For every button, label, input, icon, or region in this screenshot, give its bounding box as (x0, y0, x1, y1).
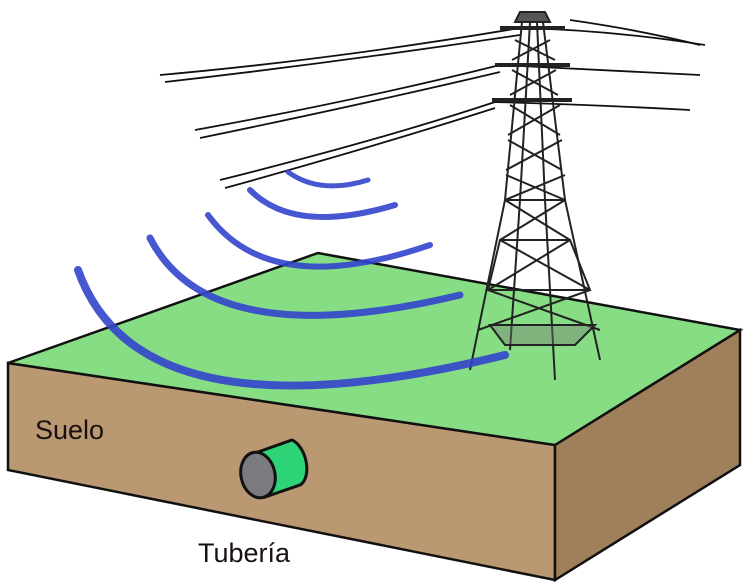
soil-label: Suelo (35, 415, 105, 445)
pipe-icon (239, 438, 309, 500)
electromagnetic-waves (74, 169, 509, 390)
power-lines (159, 19, 706, 189)
transmission-tower-icon (469, 11, 601, 381)
pipe-label: Tubería (198, 538, 291, 568)
